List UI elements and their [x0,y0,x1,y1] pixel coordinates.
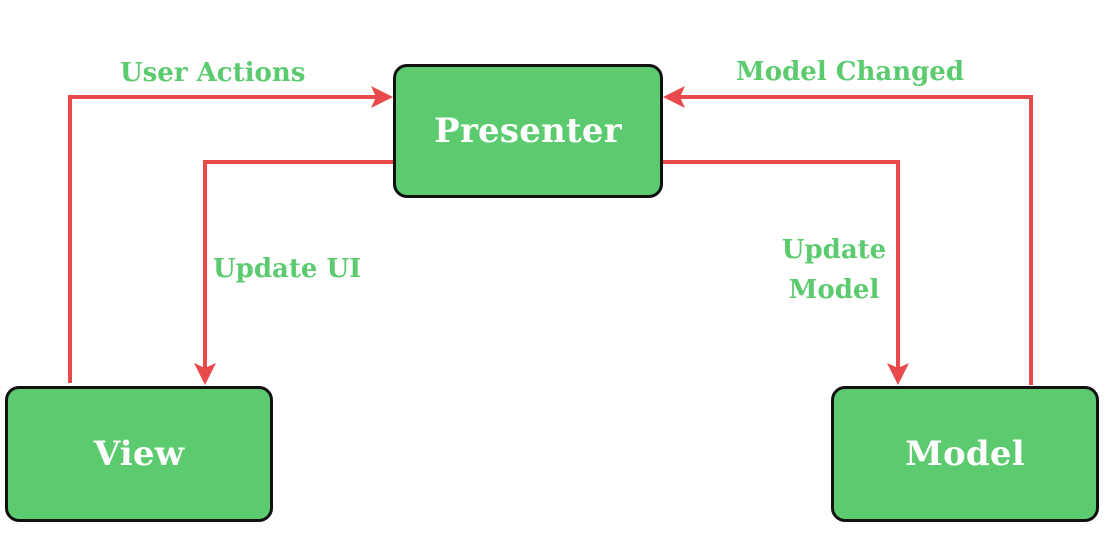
update-ui-arrowhead [194,363,216,385]
model-label: Model [905,434,1025,474]
update-model-label: Update Model [772,230,896,310]
view-label: View [93,434,185,474]
presenter-node: Presenter [393,64,663,198]
user-actions-arrowhead [371,86,393,108]
update-ui-label: Update UI [213,254,362,284]
user-actions-label: User Actions [120,58,306,88]
update-model-label-line1: Update [781,235,887,265]
model-node: Model [831,386,1099,522]
update-model-label-line2: Model [788,275,880,305]
model-changed-label: Model Changed [736,57,965,87]
update-ui-arrow [203,160,393,380]
user-actions-arrow [68,95,388,383]
update-model-arrow [662,160,900,380]
view-node: View [5,386,273,522]
model-changed-arrowhead [663,86,685,108]
presenter-label: Presenter [434,111,622,151]
update-model-arrowhead [887,363,909,385]
model-changed-arrow [670,95,1033,385]
